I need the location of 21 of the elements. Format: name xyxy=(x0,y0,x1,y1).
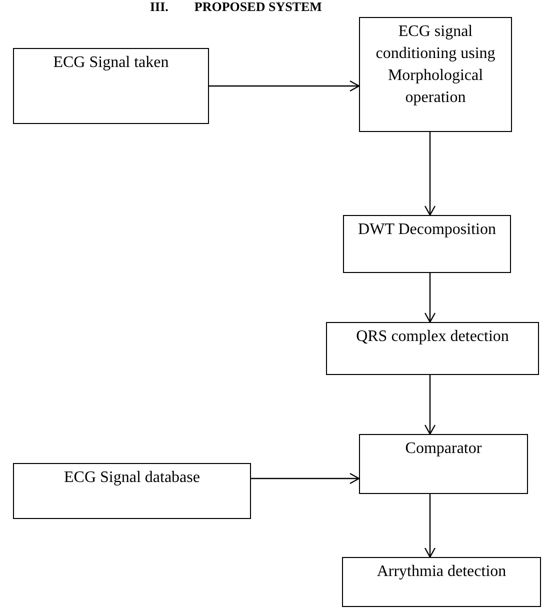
box-label: QRS complex detection xyxy=(356,327,509,347)
process-box xyxy=(359,434,528,494)
box-label: ECG Signal database xyxy=(64,468,200,488)
process-box xyxy=(359,17,512,132)
process-box xyxy=(13,463,251,519)
arrow xyxy=(424,494,436,558)
section-title: III. PROPOSED SYSTEM xyxy=(150,0,322,14)
process-box xyxy=(326,322,539,375)
arrow xyxy=(251,472,360,484)
box-label: Comparator xyxy=(405,439,482,459)
arrow xyxy=(424,132,436,216)
box-label: DWT Decomposition xyxy=(358,220,496,240)
arrow xyxy=(424,273,436,323)
process-box xyxy=(342,557,541,607)
box-label: ECG signal conditioning using Morphological operation xyxy=(374,22,496,108)
process-box xyxy=(13,48,209,124)
box-label: Arrythmia detection xyxy=(376,562,506,582)
box-label: ECG Signal taken xyxy=(53,53,169,73)
arrow xyxy=(209,80,360,92)
process-box xyxy=(343,215,511,273)
arrow xyxy=(424,375,436,435)
